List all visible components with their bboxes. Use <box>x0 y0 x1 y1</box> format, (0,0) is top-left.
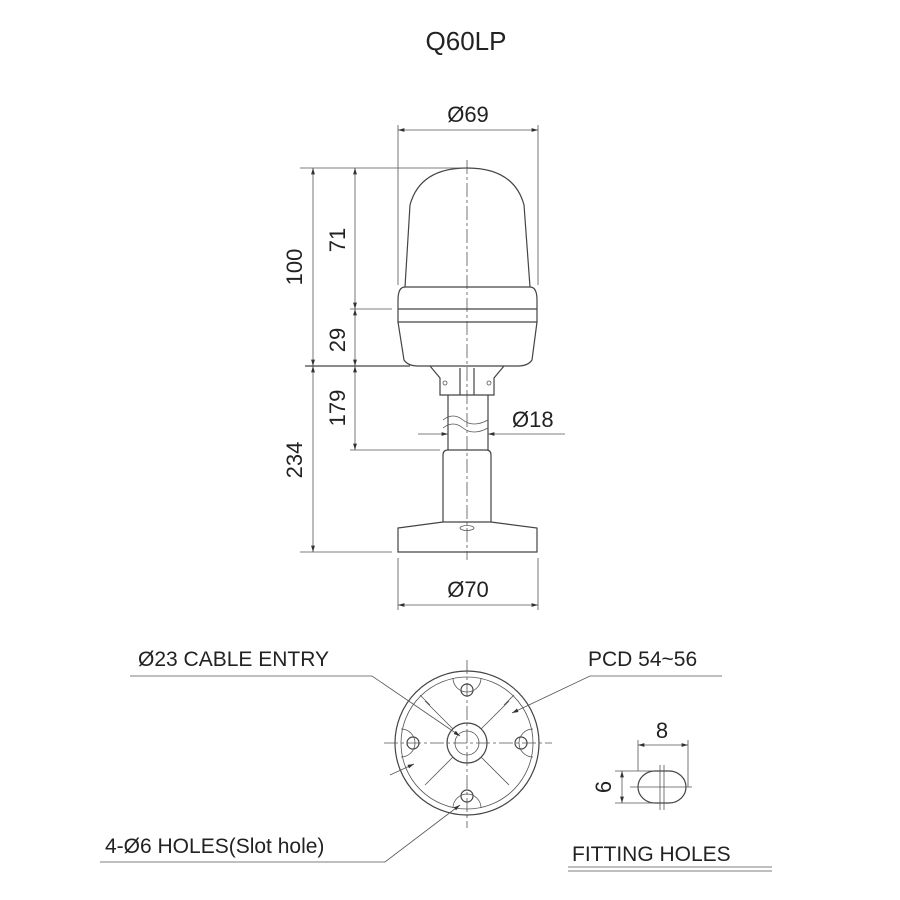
lamp-dome <box>404 167 531 288</box>
fitting-hole-detail: 8 6 FITTING HOLES <box>568 718 772 872</box>
cable-entry-label: Ø23 CABLE ENTRY <box>138 648 329 671</box>
connector <box>429 365 505 396</box>
fitting-holes-title: FITTING HOLES <box>572 843 731 866</box>
fitting-width: 8 <box>656 718 668 743</box>
bottom-view: Ø23 CABLE ENTRY PCD 54~56 4-Ø6 HOLES(Slo… <box>100 648 722 863</box>
fitting-height: 6 <box>591 781 616 793</box>
slot-hole <box>637 770 687 804</box>
pole-tube <box>442 449 492 522</box>
dim-total-head: 100 <box>282 249 307 286</box>
dim-body: 29 <box>325 328 350 352</box>
base <box>397 521 538 553</box>
dim-top-diameter: Ø69 <box>447 102 489 127</box>
dim-base-diameter: Ø70 <box>447 577 489 602</box>
side-view: Ø69 100 71 29 179 234 Ø18 Ø70 <box>282 102 565 610</box>
dim-total-pole: 234 <box>282 442 307 479</box>
dim-dome: 71 <box>325 228 350 252</box>
lamp-band <box>397 286 538 323</box>
holes-label: 4-Ø6 HOLES(Slot hole) <box>105 835 324 858</box>
dim-pole-diameter: Ø18 <box>512 407 554 432</box>
drawing-title: Q60LP <box>426 26 507 56</box>
pcd-label: PCD 54~56 <box>588 648 697 671</box>
mounting-holes <box>400 677 534 809</box>
dim-pole: 179 <box>325 390 350 427</box>
lamp-body <box>397 321 538 367</box>
